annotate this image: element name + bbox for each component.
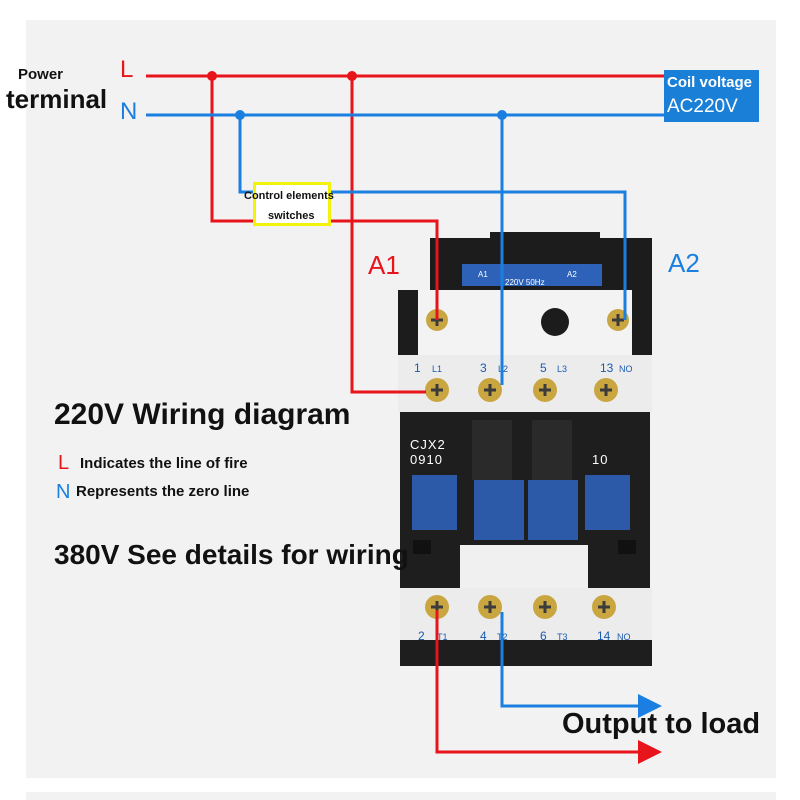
coil-voltage-box bbox=[664, 70, 759, 122]
terminal-L1: L1 bbox=[432, 364, 443, 374]
legend-neutral-text: Represents the zero line bbox=[76, 483, 250, 500]
armature-left bbox=[474, 480, 524, 540]
terminal-T3: T3 bbox=[557, 632, 568, 642]
coil-terminal-a1: A1 bbox=[368, 250, 400, 280]
output-neutral bbox=[500, 612, 662, 718]
terminal-2: 2 bbox=[418, 629, 425, 643]
window-left bbox=[412, 475, 457, 530]
neutral-to-A2 bbox=[331, 190, 627, 320]
control-switch-box bbox=[253, 182, 331, 226]
neutral-label: N bbox=[120, 98, 138, 125]
switch-to-A1 bbox=[331, 219, 439, 320]
live-label: L bbox=[120, 56, 134, 83]
terminal-5: 5 bbox=[540, 361, 547, 375]
output-live bbox=[435, 610, 662, 764]
coil-face-rating: 220V 50Hz bbox=[505, 278, 545, 287]
coil-voltage-value: AC220V bbox=[667, 96, 738, 117]
terminal-T1: T1 bbox=[437, 632, 448, 642]
terminal-1: 1 bbox=[414, 361, 421, 375]
details-text: 380V See details for wiring bbox=[54, 539, 409, 570]
contactor-base bbox=[400, 640, 652, 666]
wiring-title: 220V Wiring diagram bbox=[54, 398, 351, 431]
legend-neutral-letter: N bbox=[56, 481, 71, 503]
junction-dot-icon bbox=[347, 71, 357, 81]
model-code: 0910 bbox=[410, 452, 443, 467]
bottom-strip bbox=[26, 792, 776, 800]
terminal-14-no: NO bbox=[617, 632, 631, 642]
terminal-13-no: NO bbox=[619, 364, 633, 374]
terminal-label: terminal bbox=[6, 84, 108, 114]
coil-label-plate bbox=[462, 264, 602, 286]
live-to-terminal-1 bbox=[350, 76, 426, 394]
control-label-line1: Control elements bbox=[244, 190, 334, 202]
live-to-switch bbox=[210, 76, 253, 223]
test-button bbox=[541, 308, 569, 336]
terminal-3: 3 bbox=[480, 361, 487, 375]
terminal-13: 13 bbox=[600, 361, 614, 375]
terminal-L3: L3 bbox=[557, 364, 568, 374]
junction-dot-icon bbox=[207, 71, 217, 81]
output-label: Output to load bbox=[562, 708, 761, 740]
control-label-line2: switches bbox=[268, 210, 315, 222]
power-label: Power bbox=[18, 66, 64, 83]
coil-housing-top bbox=[490, 232, 600, 248]
junction-dot-icon bbox=[497, 110, 507, 120]
label-plate bbox=[460, 545, 588, 590]
coil-face-a1: A1 bbox=[478, 270, 488, 279]
terminal-4: 4 bbox=[480, 629, 487, 643]
neutral-to-switch bbox=[238, 115, 253, 194]
armature-right bbox=[528, 480, 578, 540]
model-name: CJX2 bbox=[410, 437, 446, 452]
legend-live-text: Indicates the line of fire bbox=[80, 455, 248, 472]
junction-dot-icon bbox=[235, 110, 245, 120]
coil-terminal-a2: A2 bbox=[668, 248, 700, 278]
coil-face-a2: A2 bbox=[567, 270, 577, 279]
legend-live-letter: L bbox=[58, 452, 70, 474]
coil-voltage-title: Coil voltage bbox=[667, 74, 753, 91]
aux-code: 10 bbox=[592, 452, 609, 467]
screw-terminal-icon bbox=[425, 309, 629, 619]
terminal-14: 14 bbox=[597, 629, 611, 643]
terminal-6: 6 bbox=[540, 629, 547, 643]
window-right bbox=[585, 475, 630, 530]
